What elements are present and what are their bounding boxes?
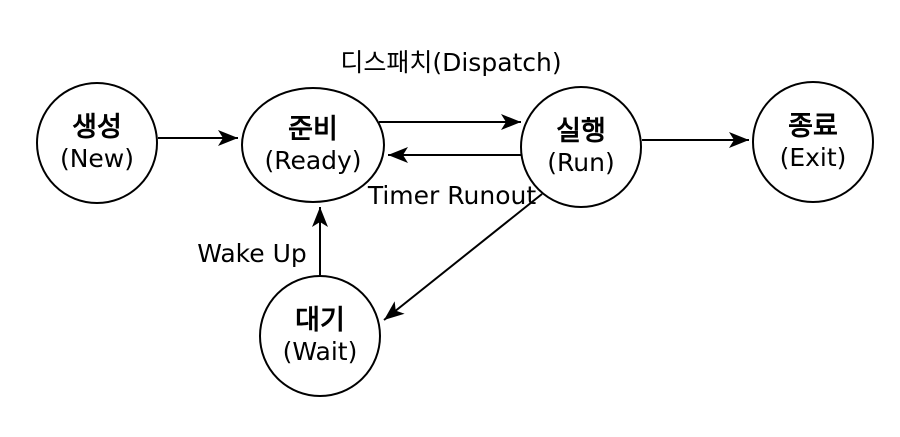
state-node-ready: 준비 (Ready) <box>241 87 385 203</box>
edge-label-timer-runout: Timer Runout <box>367 181 537 210</box>
edge-run-to-wait <box>383 193 543 321</box>
state-label-english: (New) <box>59 143 135 173</box>
state-node-wait: 대기 (Wait) <box>259 275 381 397</box>
edge-label-dispatch: 디스패치(Dispatch) <box>340 48 562 77</box>
state-label-english: (Wait) <box>282 336 358 366</box>
state-node-new: 생성 (New) <box>36 82 158 204</box>
state-label-korean: 준비 <box>288 114 338 146</box>
state-node-run: 실행 (Run) <box>520 86 642 208</box>
state-label-english: (Run) <box>547 147 615 177</box>
state-label-korean: 실행 <box>556 116 606 148</box>
state-label-korean: 종료 <box>788 111 838 143</box>
state-label-korean: 생성 <box>72 112 122 144</box>
state-label-korean: 대기 <box>295 305 345 337</box>
state-label-english: (Exit) <box>779 142 847 172</box>
state-node-exit: 종료 (Exit) <box>752 81 874 203</box>
state-label-english: (Ready) <box>264 145 362 175</box>
edge-label-wake-up: Wake Up <box>197 239 307 268</box>
